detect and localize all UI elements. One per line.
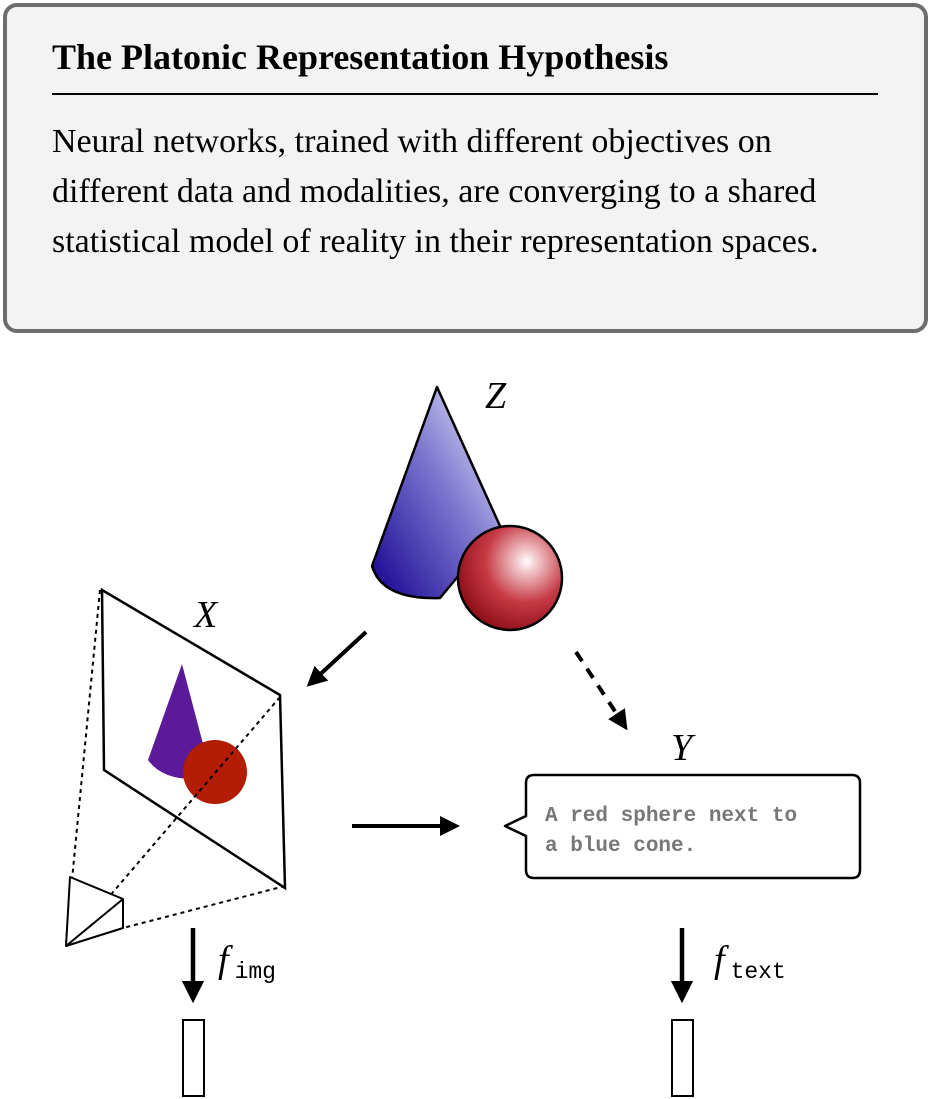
text-embedding — [671, 1019, 694, 1097]
label-z: Z — [485, 375, 507, 417]
camera-projection — [65, 587, 287, 947]
title-divider — [52, 93, 878, 95]
f-text-label: f text — [714, 939, 786, 985]
f-img-label: f img — [218, 939, 276, 985]
hypothesis-body: Neural networks, trained with different … — [52, 123, 819, 260]
sphere-3d — [456, 524, 564, 632]
representation-diagram: Z X Y A red sphere next to a blue cone. … — [65, 375, 862, 1097]
f-img-subscript: img — [235, 959, 276, 985]
label-x: X — [192, 594, 219, 636]
f-img-symbol: f — [218, 939, 233, 981]
arrow-world-to-image — [306, 630, 368, 687]
caption-line-1: A red sphere next to — [545, 805, 797, 828]
f-text-subscript: text — [731, 959, 786, 985]
hypothesis-box — [3, 3, 928, 333]
f-text-symbol: f — [714, 939, 729, 981]
projection-rays — [65, 589, 286, 943]
arrow-world-to-text — [574, 650, 628, 731]
image-embedding — [182, 1019, 205, 1097]
world-scene — [370, 385, 564, 632]
camera-icon — [65, 876, 124, 947]
caption-line-2: a blue cone. — [545, 835, 696, 858]
text-bubble — [503, 773, 862, 880]
label-y: Y — [671, 727, 696, 769]
hypothesis-title: The Platonic Representation Hypothesis — [52, 37, 669, 77]
